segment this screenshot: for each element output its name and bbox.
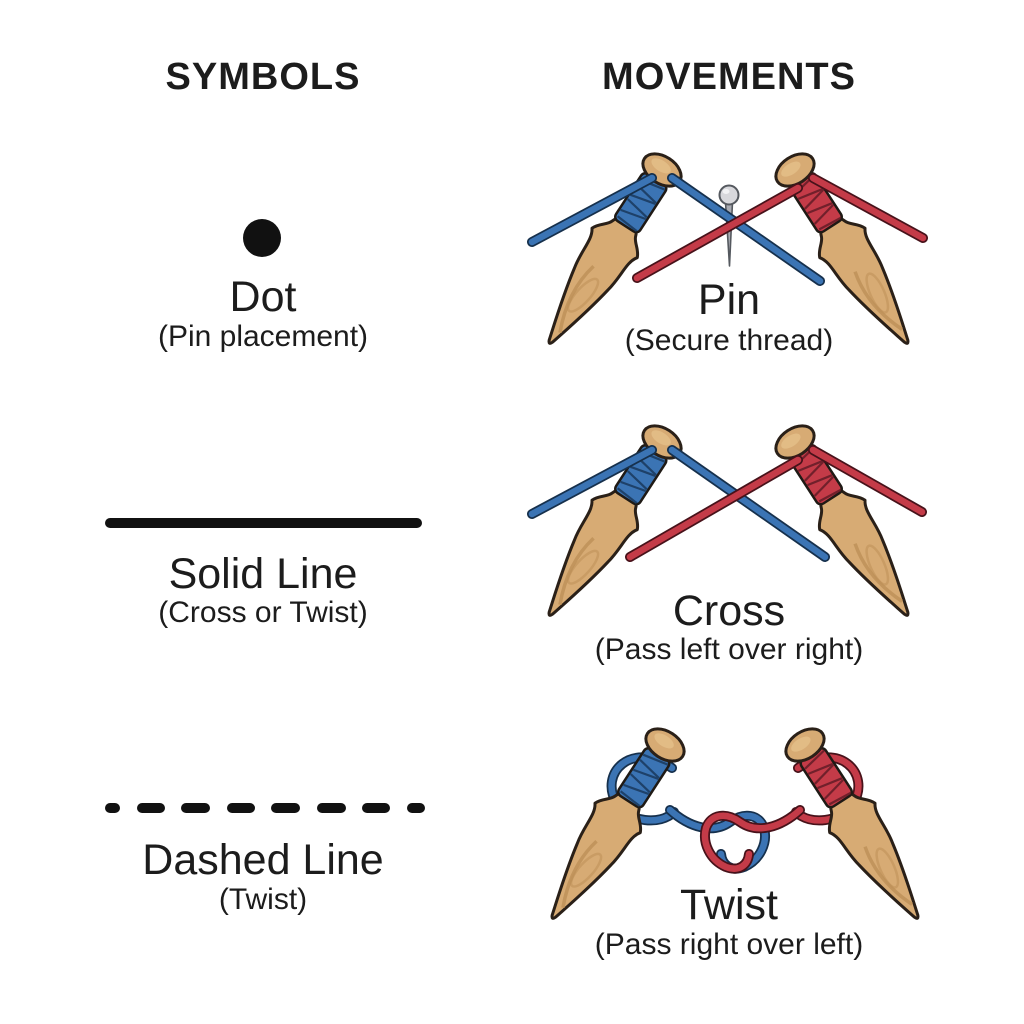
movement-name-cross: Cross bbox=[672, 587, 786, 635]
symbol-name-solid-line: Solid Line bbox=[168, 550, 358, 598]
symbol-caption-dot: (Pin placement) bbox=[157, 320, 369, 353]
blue-thread bbox=[527, 173, 825, 286]
red-thread bbox=[632, 173, 928, 283]
red-thread bbox=[625, 445, 927, 562]
red-thread bbox=[700, 805, 805, 874]
column-header-symbols: SYMBOLS bbox=[165, 56, 361, 98]
movement-caption-cross: (Pass left over right) bbox=[594, 633, 864, 666]
symbol-caption-solid-line: (Cross or Twist) bbox=[158, 596, 368, 629]
movement-caption-twist: (Pass right over left) bbox=[594, 928, 864, 961]
movement-name-pin: Pin bbox=[697, 276, 761, 324]
symbol-name-dot: Dot bbox=[229, 273, 297, 321]
dot-symbol-icon bbox=[243, 219, 281, 257]
movement-caption-pin: (Secure thread) bbox=[624, 324, 834, 357]
dashed-line-symbol-icon bbox=[105, 803, 425, 813]
pin-movement-illustration bbox=[525, 148, 932, 360]
symbol-name-dashed-line: Dashed Line bbox=[142, 836, 384, 884]
cross-movement-illustration bbox=[525, 418, 932, 632]
blue-thread bbox=[527, 445, 830, 562]
solid-line-symbol-icon bbox=[105, 518, 422, 528]
symbol-caption-dashed-line: (Twist) bbox=[218, 883, 308, 916]
column-header-movements: MOVEMENTS bbox=[602, 56, 856, 98]
twist-movement-illustration bbox=[528, 718, 940, 935]
movement-name-twist: Twist bbox=[680, 881, 778, 929]
